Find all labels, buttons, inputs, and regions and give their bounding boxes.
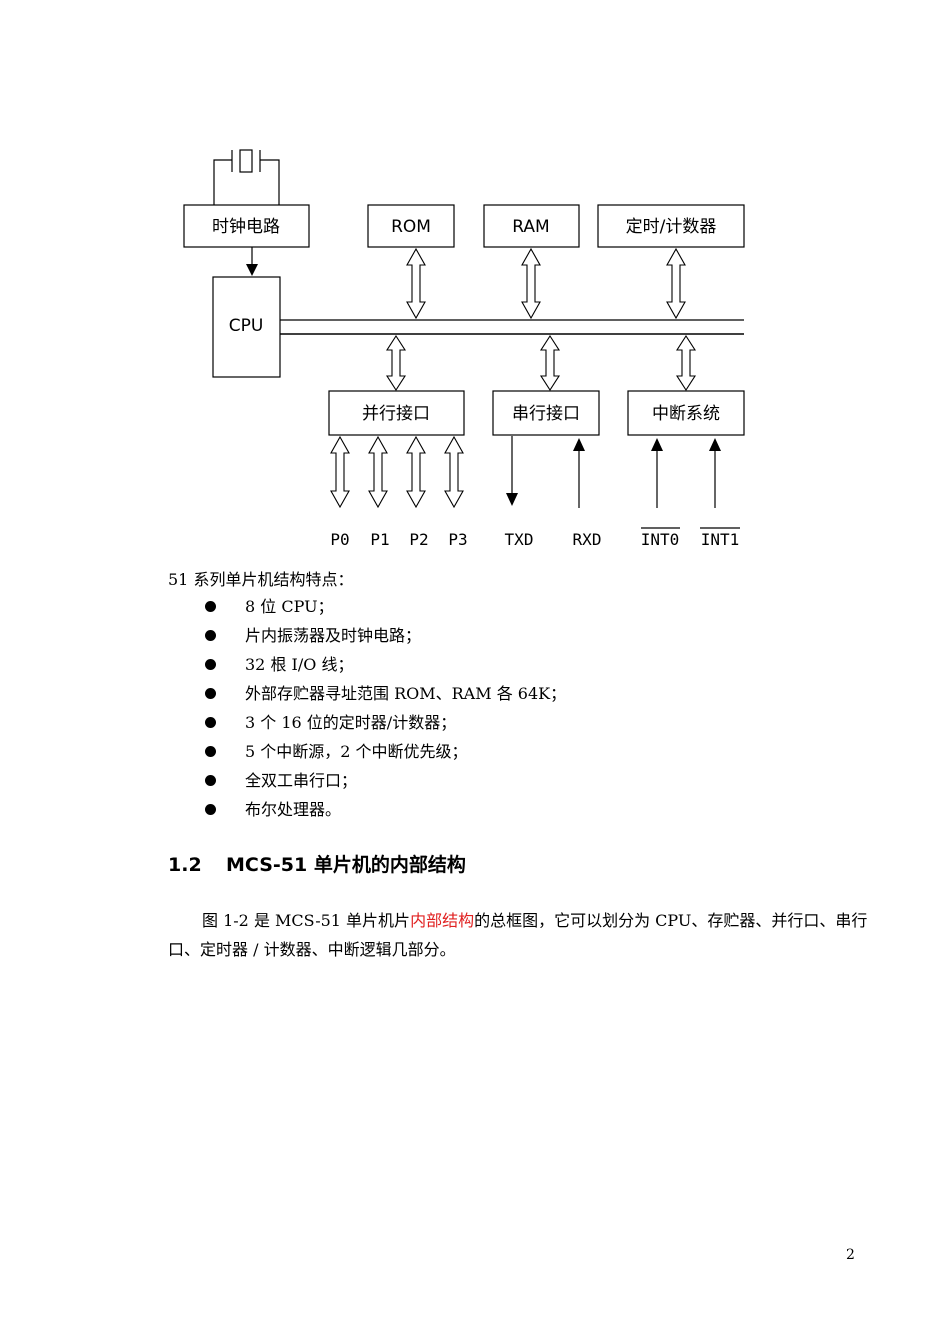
- bullet-icon: [205, 659, 216, 670]
- pin-label-txd: TXD: [505, 530, 534, 549]
- feature-text: 32 根 I/O 线；: [245, 655, 354, 674]
- list-item: 5 个中断源，2 个中断优先级；: [205, 737, 566, 766]
- feature-text: 5 个中断源，2 个中断优先级；: [245, 742, 468, 761]
- bullet-icon: [205, 775, 216, 786]
- p3-port-arrow: [444, 435, 464, 509]
- pin-label-rxd: RXD: [573, 530, 602, 549]
- cpu-label: CPU: [229, 316, 264, 336]
- parallel-interface-label: 并行接口: [362, 404, 430, 424]
- parallel-interface-box: [328, 390, 465, 436]
- clock-to-cpu-arrow: [246, 264, 258, 276]
- int1-arrow: [709, 438, 721, 451]
- section-heading: 1.2 MCS-51 单片机的内部结构: [168, 850, 466, 877]
- clock-circuit-box: [183, 204, 310, 248]
- page-number: 2: [846, 1247, 855, 1263]
- list-item: 8 位 CPU；: [205, 592, 566, 621]
- bullet-icon: [205, 601, 216, 612]
- feature-text: 3 个 16 位的定时器/计数器；: [245, 713, 457, 732]
- parallel-bus-arrow: [385, 334, 407, 392]
- txd-arrow: [506, 493, 518, 506]
- p2-port-arrow: [406, 435, 426, 509]
- serial-interface-label: 串行接口: [512, 404, 580, 424]
- interrupt-system-label: 中断系统: [652, 404, 720, 424]
- feature-text: 外部存贮器寻址范围 ROM、RAM 各 64K；: [245, 684, 567, 703]
- feature-text: 片内振荡器及时钟电路；: [245, 626, 422, 645]
- serial-interface-box: [492, 390, 600, 436]
- p0-port-arrow: [330, 435, 350, 509]
- ram-box: [483, 204, 580, 248]
- ram-label: RAM: [512, 217, 549, 237]
- bullet-icon: [205, 688, 216, 699]
- timer-counter-label: 定时/计数器: [626, 217, 717, 237]
- timer-bus-arrow: [666, 247, 686, 320]
- internal-structure-link[interactable]: 内部结构: [410, 911, 475, 930]
- int0-arrow: [651, 438, 663, 451]
- rom-label: ROM: [391, 217, 431, 237]
- paragraph-text-start: 图 1-2 是 MCS-51 单片机片: [202, 911, 411, 930]
- list-item: 布尔处理器。: [205, 795, 566, 824]
- bullet-icon: [205, 630, 216, 641]
- pin-label-p0: P0: [330, 530, 349, 549]
- ram-bus-arrow: [521, 247, 541, 320]
- paragraph-text-end: 的总框图，它可以划分为 CPU、存贮器、并行口、串行口、定时器 / 计数器、中断…: [168, 911, 868, 959]
- clock-circuit-label: 时钟电路: [212, 217, 280, 237]
- pin-label-int0: INT0: [641, 530, 680, 549]
- list-item: 3 个 16 位的定时器/计数器；: [205, 708, 566, 737]
- p1-port-arrow: [368, 435, 388, 509]
- features-intro: 51 系列单片机结构特点：: [168, 570, 354, 589]
- bullet-icon: [205, 746, 216, 757]
- section-title-text: MCS-51 单片机的内部结构: [226, 854, 466, 876]
- feature-text: 布尔处理器。: [245, 800, 342, 819]
- rom-bus-arrow: [406, 247, 426, 320]
- interrupt-bus-arrow: [675, 334, 697, 392]
- cpu-box: [212, 276, 281, 378]
- mcs51-block-diagram: 时钟电路 ROM RAM 定时/计数器 CPU 并行接口 串行接口 中断系统: [183, 149, 745, 549]
- bullet-icon: [205, 717, 216, 728]
- list-item: 32 根 I/O 线；: [205, 650, 566, 679]
- bullet-icon: [205, 804, 216, 815]
- rxd-arrow: [573, 438, 585, 451]
- list-item: 片内振荡器及时钟电路；: [205, 621, 566, 650]
- rom-box: [367, 204, 455, 248]
- timer-counter-box: [597, 204, 745, 248]
- crystal-oscillator: [213, 149, 280, 205]
- pin-label-p1: P1: [370, 530, 389, 549]
- body-paragraph: 图 1-2 是 MCS-51 单片机片内部结构的总框图，它可以划分为 CPU、存…: [168, 906, 868, 964]
- interrupt-system-box: [627, 390, 745, 436]
- section-number: 1.2: [168, 854, 202, 876]
- list-item: 外部存贮器寻址范围 ROM、RAM 各 64K；: [205, 679, 566, 708]
- pin-label-p3: P3: [448, 530, 467, 549]
- pin-label-p2: P2: [409, 530, 428, 549]
- pin-label-int1: INT1: [701, 530, 740, 549]
- features-list: 8 位 CPU； 片内振荡器及时钟电路； 32 根 I/O 线； 外部存贮器寻址…: [205, 592, 566, 824]
- list-item: 全双工串行口；: [205, 766, 566, 795]
- feature-text: 8 位 CPU；: [245, 597, 334, 616]
- feature-text: 全双工串行口；: [245, 771, 358, 790]
- serial-bus-arrow: [539, 334, 561, 392]
